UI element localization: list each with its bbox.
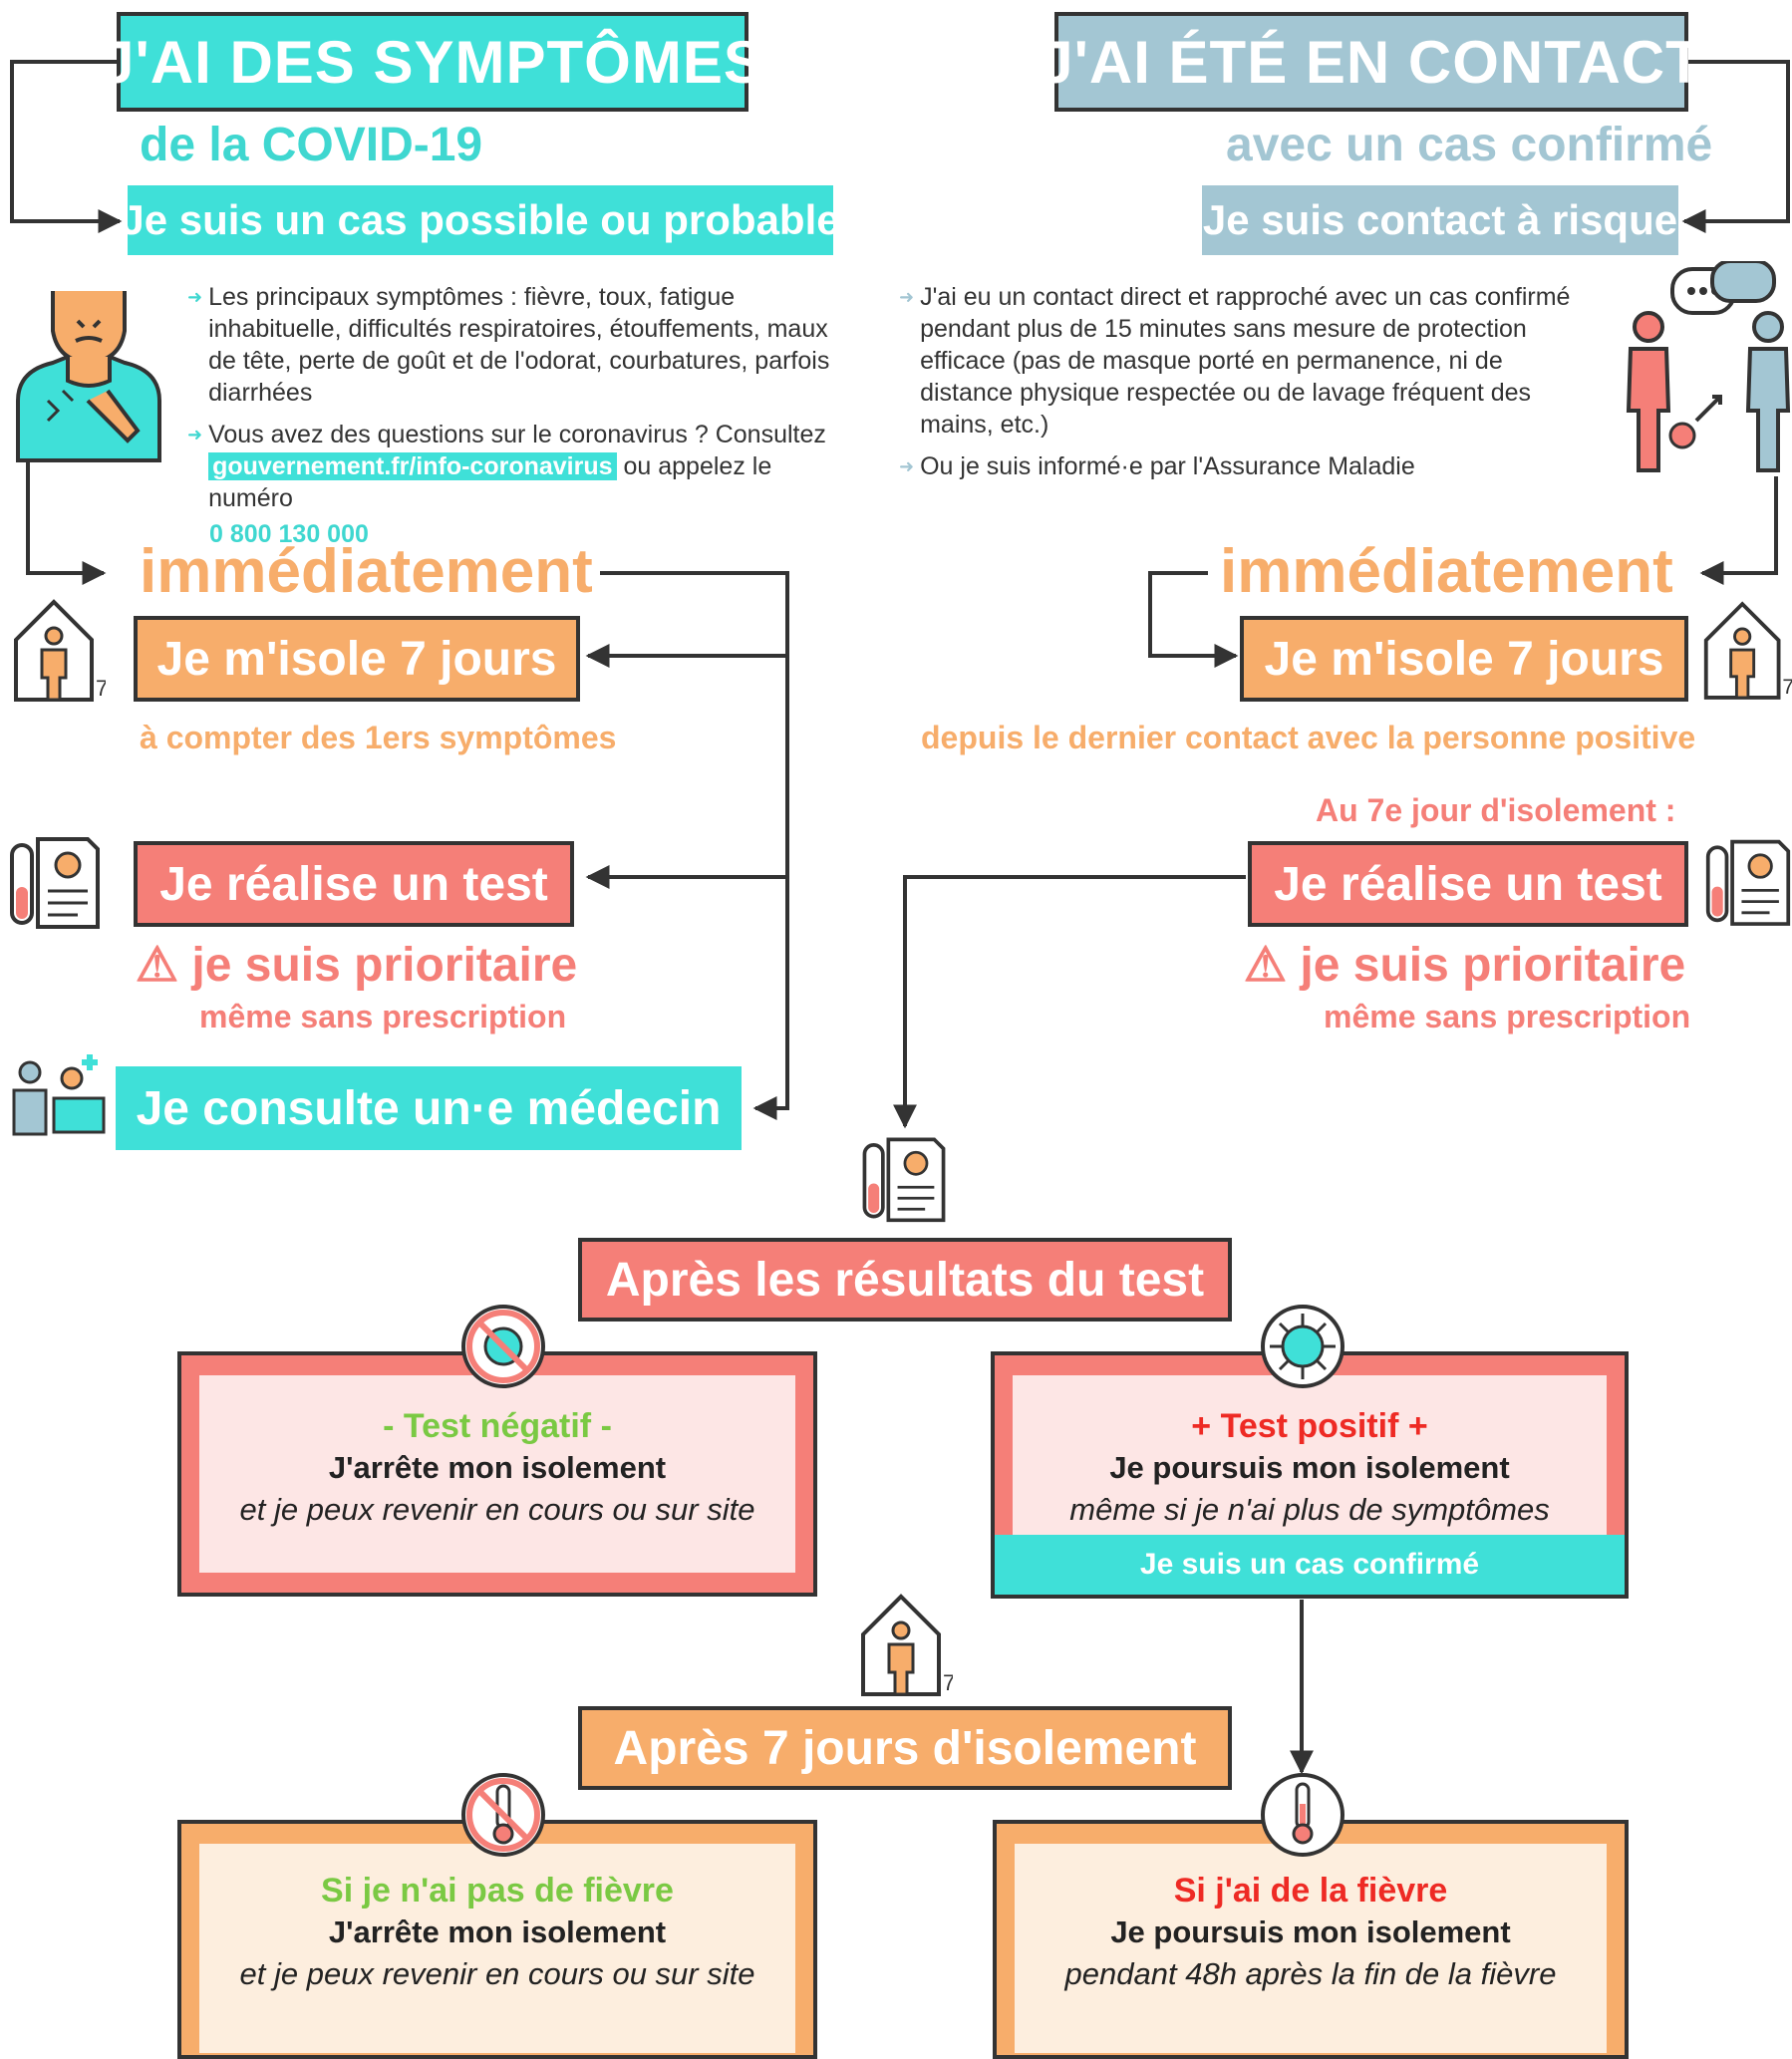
fever-box: Si j'ai de la fièvre Je poursuis mon iso… [993, 1820, 1629, 2059]
positive-result-box: + Test positif + Je poursuis mon isoleme… [991, 1351, 1629, 1599]
left-bullet-1: ➜ Les principaux symptômes : fièvre, tou… [187, 281, 861, 409]
positive-title: + Test positif + [1191, 1407, 1428, 1445]
left-status: Je suis un cas possible ou probable [121, 196, 840, 243]
left-bullet-2-prefix: Vous avez des questions sur le coronavir… [208, 421, 826, 448]
doctor-icon [12, 1054, 106, 1136]
left-bullet-2-suffix: ou appelez le numéro [208, 452, 772, 512]
fever-title: Si j'ai de la fièvre [1173, 1872, 1448, 1910]
right-test-box: Je réalise un test [1248, 841, 1688, 927]
right-title: J'AI ÉTÉ EN CONTACT [1040, 28, 1703, 96]
right-day7-label: Au 7e jour d'isolement : [1316, 792, 1676, 828]
arrow-icon: ➜ [899, 456, 915, 476]
after7-heading: Après 7 jours d'isolement [613, 1721, 1197, 1775]
left-bullet-2: ➜ Vous avez des questions sur le coronav… [187, 419, 861, 514]
negative-line2: J'arrête mon isolement [328, 1450, 667, 1485]
house-days-label: 7 [1782, 676, 1792, 699]
positive-line3: même si je n'ai plus de symptômes [1069, 1492, 1550, 1527]
right-status-box: Je suis contact à risque [1202, 185, 1678, 255]
no-fever-line2: J'arrête mon isolement [328, 1914, 667, 1949]
left-isolate-note: à compter des 1ers symptômes [140, 720, 617, 755]
right-test: Je réalise un test [1274, 857, 1662, 911]
warning-icon: ⚠ [136, 939, 179, 992]
after7-heading-box: Après 7 jours d'isolement [578, 1706, 1232, 1790]
left-status-box: Je suis un cas possible ou probable [121, 185, 840, 255]
right-priority: ⚠ je suis prioritaire [1244, 937, 1685, 993]
right-isolate: Je m'isole 7 jours [1264, 632, 1664, 686]
arrow-icon: ➜ [187, 287, 203, 307]
positive-line2: Je poursuis mon isolement [1109, 1450, 1510, 1485]
left-title-box: J'AI DES SYMPTÔMES [101, 12, 763, 112]
right-subtitle: avec un cas confirmé [1226, 119, 1713, 171]
warning-icon: ⚠ [1244, 939, 1288, 992]
consult-doctor: Je consulte un·e médecin [136, 1081, 722, 1135]
right-priority-text: je suis prioritaire [1300, 939, 1686, 992]
right-immediately: immédiatement [1220, 537, 1673, 606]
right-title-box: J'AI ÉTÉ EN CONTACT [1040, 12, 1702, 112]
no-thermometer-icon [461, 1773, 545, 1857]
arrow-icon: ➜ [899, 287, 915, 307]
sick-person-icon [16, 291, 161, 462]
hotline-phone[interactable]: 0 800 130 000 [209, 520, 369, 548]
positive-result-inner: + Test positif + Je poursuis mon isoleme… [1013, 1375, 1607, 1535]
right-isolate-note: depuis le dernier contact avec la person… [921, 720, 1696, 755]
consult-doctor-box: Je consulte un·e médecin [116, 1066, 742, 1150]
no-fever-title: Si je n'ai pas de fièvre [321, 1872, 674, 1910]
contact-people-icon [1626, 261, 1791, 472]
info-coronavirus-link[interactable]: gouvernement.fr/info-coronavirus [208, 452, 617, 480]
right-bullet-2: ➜ Ou je suis informé·e par l'Assurance M… [899, 450, 1587, 482]
negative-result-box: - Test négatif - J'arrête mon isolement … [177, 1351, 817, 1597]
right-isolate-box: Je m'isole 7 jours [1240, 616, 1688, 702]
confirmed-case: Je suis un cas confirmé [1139, 1548, 1480, 1581]
left-priority: ⚠ je suis prioritaire [136, 937, 577, 993]
right-bullet-1: ➜ J'ai eu un contact direct et rapproché… [899, 281, 1587, 441]
left-isolate: Je m'isole 7 jours [156, 632, 557, 686]
right-bullet-1-text: J'ai eu un contact direct et rapproché a… [920, 283, 1571, 439]
left-title: J'AI DES SYMPTÔMES [101, 28, 764, 96]
right-status: Je suis contact à risque [1202, 196, 1678, 243]
right-no-prescription: même sans prescription [1324, 999, 1691, 1034]
thermometer-icon [1261, 1773, 1344, 1857]
left-priority-text: je suis prioritaire [191, 939, 578, 992]
no-fever-inner: Si je n'ai pas de fièvre J'arrête mon is… [199, 1844, 795, 2053]
negative-line3: et je peux revenir en cours ou sur site [239, 1492, 755, 1527]
no-fever-box: Si je n'ai pas de fièvre J'arrête mon is… [177, 1820, 817, 2059]
left-bullets: ➜ Les principaux symptômes : fièvre, tou… [187, 281, 861, 550]
left-no-prescription: même sans prescription [199, 999, 567, 1034]
house-days-label: 7 [943, 1670, 953, 1695]
lab-test-icon [862, 1137, 946, 1223]
left-bullet-1-text: Les principaux symptômes : fièvre, toux,… [208, 283, 830, 407]
fever-inner: Si j'ai de la fièvre Je poursuis mon iso… [1015, 1844, 1607, 2053]
home-isolation-icon: 7 [861, 1594, 953, 1696]
left-immediately: immédiatement [140, 537, 593, 606]
lab-test-icon [1705, 839, 1791, 926]
right-bullet-2-text: Ou je suis informé·e par l'Assurance Mal… [920, 452, 1415, 480]
fever-line3: pendant 48h après la fin de la fièvre [1064, 1956, 1557, 1991]
left-test: Je réalise un test [159, 857, 548, 911]
home-isolation-icon: 7 [1703, 601, 1792, 700]
house-days-label: 7 [96, 676, 106, 701]
left-subtitle: de la COVID-19 [140, 119, 483, 171]
negative-title: - Test négatif - [383, 1407, 612, 1445]
no-fever-line3: et je peux revenir en cours ou sur site [239, 1956, 755, 1991]
no-virus-icon [461, 1305, 545, 1388]
home-isolation-icon: 7 [14, 599, 106, 702]
virus-icon [1261, 1305, 1344, 1388]
results-heading-box: Après les résultats du test [578, 1238, 1232, 1322]
fever-line2: Je poursuis mon isolement [1110, 1914, 1511, 1949]
arrow-icon: ➜ [187, 425, 203, 444]
negative-result-inner: - Test négatif - J'arrête mon isolement … [199, 1375, 795, 1573]
left-test-box: Je réalise un test [134, 841, 574, 927]
lab-test-icon [10, 837, 100, 929]
left-isolate-box: Je m'isole 7 jours [134, 616, 580, 702]
right-bullets: ➜ J'ai eu un contact direct et rapproché… [899, 281, 1587, 482]
confirmed-case-bar: Je suis un cas confirmé [995, 1535, 1625, 1595]
results-heading: Après les résultats du test [605, 1253, 1205, 1307]
